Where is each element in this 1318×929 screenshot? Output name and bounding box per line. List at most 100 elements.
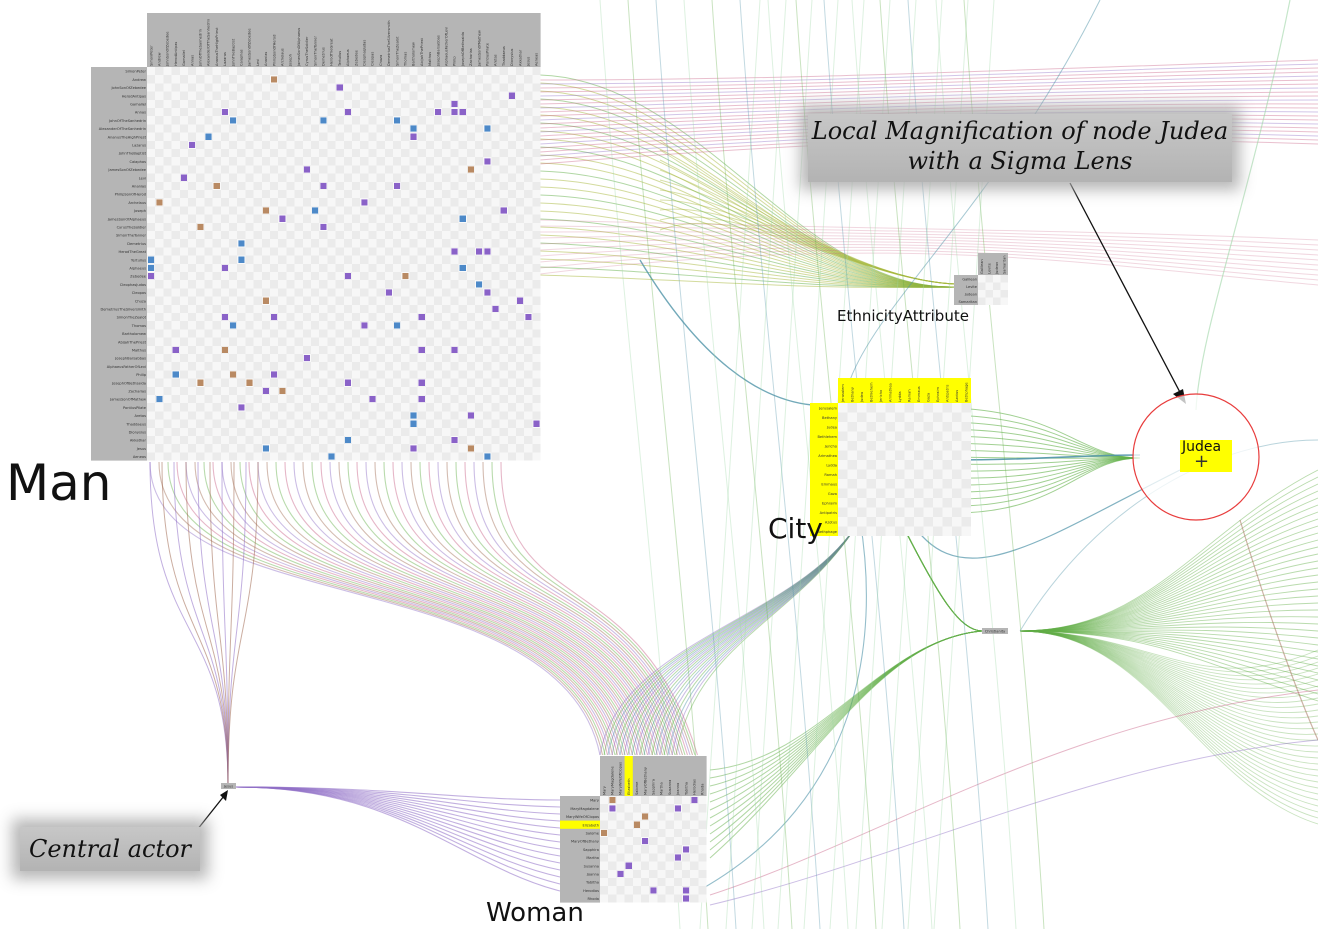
matrix-cell (933, 469, 943, 479)
matrix-cell (475, 288, 484, 297)
matrix-cell (237, 304, 246, 313)
matrix-cell (270, 140, 279, 149)
matrix-cell (220, 165, 229, 174)
matrix-cell (384, 354, 393, 363)
matrix-cell (466, 321, 475, 330)
matrix-cell (155, 362, 164, 371)
matrix-cell (532, 444, 541, 453)
matrix-cell (147, 149, 156, 158)
matrix-row-label: Levite (966, 285, 978, 289)
matrix-cell (442, 108, 451, 117)
matrix-cell (270, 198, 279, 207)
matrix-cell (417, 280, 426, 289)
matrix-cell (847, 488, 857, 498)
matrix-cell (393, 378, 402, 387)
matrix-cell (155, 263, 164, 272)
matrix-cell (450, 354, 459, 363)
matrix-cell (483, 354, 492, 363)
link-edge (909, 469, 1181, 559)
matrix-cell (245, 403, 254, 412)
matrix-cell (188, 149, 197, 158)
matrix-cell (352, 304, 361, 313)
matrix-cell (352, 362, 361, 371)
matrix-cell (524, 173, 533, 182)
matrix-cell (188, 181, 197, 190)
matrix-cell (933, 507, 943, 517)
matrix-cell (624, 894, 633, 903)
matrix-cell (163, 75, 172, 84)
link-edge (539, 63, 1318, 85)
matrix-cell (993, 275, 1001, 283)
link-edge (659, 149, 956, 285)
matrix-cell (245, 436, 254, 445)
matrix-cell (499, 83, 508, 92)
matrix-cell (278, 304, 287, 313)
matrix-cell (147, 370, 156, 379)
matrix-cell (475, 116, 484, 125)
matrix-cell (393, 386, 402, 395)
matrix-link-cell (270, 371, 278, 379)
matrix-cell (327, 304, 336, 313)
matrix-col-label: Samaritan (1002, 255, 1006, 274)
lens-node-judea[interactable]: Judea+ (1180, 440, 1232, 472)
matrix-cell (270, 272, 279, 281)
matrix-cell (352, 116, 361, 125)
matrix-cell (253, 354, 262, 363)
matrix-cell (532, 149, 541, 158)
matrix-cell (993, 282, 1001, 290)
matrix-cell (507, 386, 516, 395)
matrix-cell (434, 247, 443, 256)
matrix-cell (212, 452, 221, 461)
matrix-cell (393, 99, 402, 108)
matrix-link-cell (483, 157, 491, 165)
matrix-cell (253, 378, 262, 387)
matrix-cell (425, 419, 434, 428)
matrix-cell (376, 214, 385, 223)
matrix-cell (171, 444, 180, 453)
matrix-cell (417, 173, 426, 182)
matrix-cell (483, 83, 492, 92)
matrix-cell (673, 869, 682, 878)
matrix-cell (475, 337, 484, 346)
matrix-cell (978, 297, 986, 305)
matrix-cell (442, 263, 451, 272)
matrix-cell (914, 403, 924, 413)
matrix-link-cell (344, 379, 352, 387)
matrix-cell (352, 395, 361, 404)
link-edge (1019, 630, 1318, 689)
matrix-cell (417, 214, 426, 223)
matrix-cell (434, 132, 443, 141)
matrix-cell (532, 108, 541, 117)
matrix-cell (475, 239, 484, 248)
matrix-cell (286, 149, 295, 158)
matrix-row-label: Samaritan (958, 300, 977, 304)
matrix-cell (632, 878, 641, 887)
matrix-cell (866, 498, 876, 508)
matrix-cell (360, 354, 369, 363)
matrix-cell (923, 403, 933, 413)
matrix-cell (311, 386, 320, 395)
matrix-cell (393, 247, 402, 256)
matrix-cell (179, 296, 188, 305)
matrix-cell (302, 436, 311, 445)
matrix-cell (229, 329, 238, 338)
matrix-cell (600, 853, 609, 862)
matrix-cell (294, 132, 303, 141)
matrix-cell (914, 479, 924, 489)
matrix-cell (302, 419, 311, 428)
matrix-cell (188, 263, 197, 272)
matrix-cell (942, 403, 952, 413)
matrix-cell (616, 894, 625, 903)
matrix-cell (657, 853, 666, 862)
matrix-cell (311, 378, 320, 387)
link-edge (1195, 0, 1291, 411)
matrix-cell (417, 83, 426, 92)
matrix-cell (657, 878, 666, 887)
matrix-cell (475, 231, 484, 240)
matrix-cell (914, 412, 924, 422)
link-edge (227, 461, 259, 786)
matrix-cell (600, 845, 609, 854)
link-edge (1019, 553, 1318, 632)
matrix-cell (952, 517, 962, 527)
matrix-cell (163, 157, 172, 166)
